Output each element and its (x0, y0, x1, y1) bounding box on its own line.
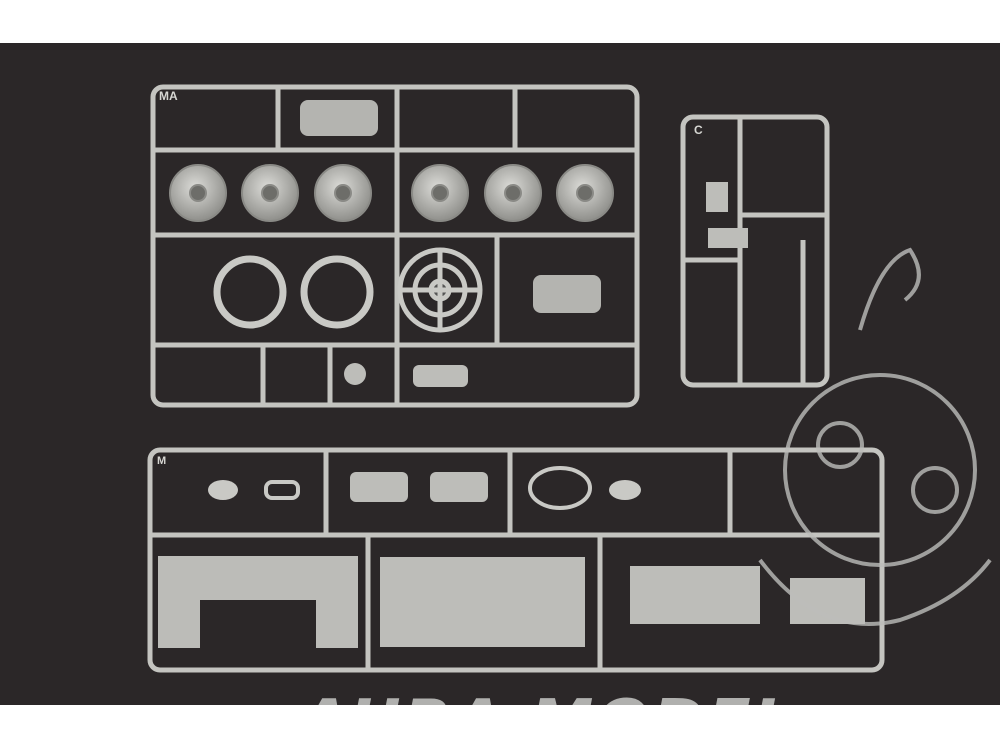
handwheel (397, 247, 483, 333)
hull-plate (380, 557, 585, 647)
hull-front-panel (158, 556, 358, 648)
small-fitting (708, 228, 748, 248)
sprue-ma (150, 84, 640, 408)
sprue-m (147, 447, 885, 673)
wheel-rims (213, 255, 374, 329)
axle-part (413, 365, 468, 387)
cap-part (208, 480, 238, 500)
hull-plate-small (630, 566, 760, 624)
watermark-mascot (758, 247, 992, 626)
frame-part (264, 480, 300, 500)
hatch-part (430, 472, 488, 502)
sprue-label-m: M (157, 455, 166, 467)
sprue-label-c: C (694, 123, 703, 137)
ball-part (344, 363, 366, 385)
road-wheels (169, 164, 614, 222)
small-fitting (706, 182, 728, 212)
cap-part (609, 480, 641, 500)
sprue-c (680, 114, 830, 388)
kit-sprue-photo: MA C M AURA MODEL (0, 43, 1000, 705)
watermark-logo: AURA MODEL (295, 687, 795, 705)
hatch-part (350, 472, 408, 502)
ring-part (528, 466, 592, 510)
drum-part (533, 275, 601, 313)
sprue-drawing: MA C M AURA MODEL (147, 84, 992, 705)
cylinder-part (300, 100, 378, 136)
sprue-label-ma: MA (159, 89, 178, 103)
